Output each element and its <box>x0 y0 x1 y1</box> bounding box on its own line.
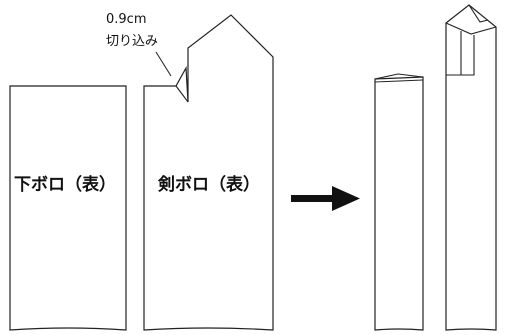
annotation-leader-line <box>155 51 172 77</box>
folded-lower-outline <box>374 76 424 331</box>
folded-sword-outline <box>445 4 497 331</box>
folded-lower-top-edge <box>374 73 424 80</box>
folded-sword-fold-lines <box>445 22 497 35</box>
folded-lower-inner-line <box>374 79 424 83</box>
folded-sword-placket <box>445 4 497 331</box>
sword-placket-outline <box>143 14 274 331</box>
sword-placket-piece: 剣ボロ（表） <box>143 14 274 331</box>
right-arrow-icon <box>291 186 360 211</box>
lower-placket-outline <box>9 85 127 331</box>
notch-annotation: 0.9cm 切り込み <box>106 12 172 77</box>
folded-sword-tip-detail <box>468 4 489 23</box>
folded-lower-placket <box>374 73 424 331</box>
sword-placket-label: 剣ボロ（表） <box>157 174 260 195</box>
lower-placket-piece: 下ボロ（表） <box>9 85 127 331</box>
notch-measure-text: 0.9cm <box>106 12 147 27</box>
folded-sword-inner-fold <box>460 31 475 76</box>
notch-cut-line <box>175 85 189 103</box>
notch-note-text: 切り込み <box>106 34 158 49</box>
lower-placket-label: 下ボロ（表） <box>14 174 116 195</box>
